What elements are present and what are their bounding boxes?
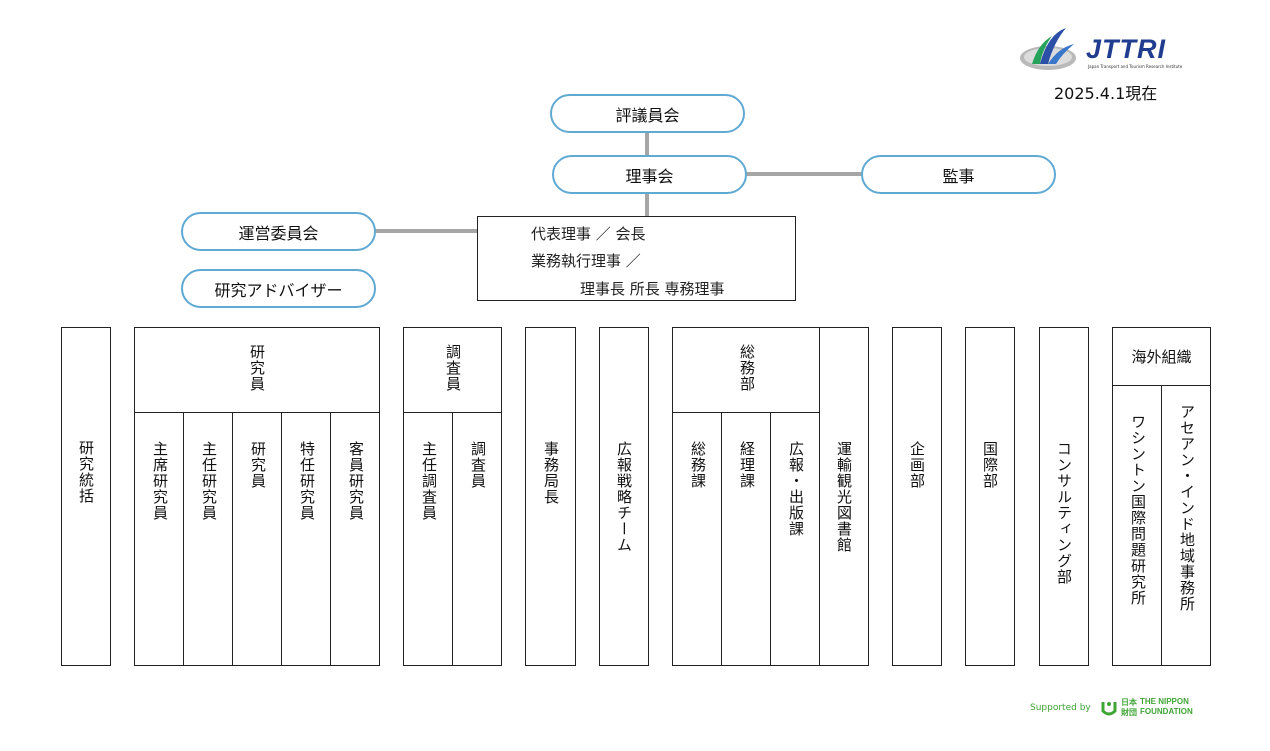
researchers-col-divider [232,412,233,665]
researcher-senior: 主任研究員 [200,441,218,521]
research-advisor-node: 研究アドバイザー [181,269,376,308]
steering-committee-node: 運営委員会 [181,212,376,251]
foundation-jp-1: 日本 [1121,698,1137,707]
advisor-label: 研究アドバイザー [214,280,343,300]
dept-secretary-general: 事務局長 [525,327,576,666]
executive-box: 代表理事 ／ 会長 業務執行理事 ／ 理事長 所長 専務理事 [477,216,796,301]
logo-subtext: Japan Transport and Tourism Research Ins… [1088,64,1183,69]
supported-by-label: Supported by [1030,703,1091,713]
board-label: 理事会 [625,166,674,186]
overseas-col-divider [1161,385,1162,665]
dept-international: 国際部 [965,327,1015,666]
auditor-label: 監事 [942,166,975,186]
research-general-label: 研究統括 [77,440,95,504]
library-label: 運輸観光図書館 [835,441,853,553]
nippon-foundation-icon [1101,702,1117,716]
dept-overseas: 海外組織 ワシントン国際問題研究所 アセアン・インド地域事務所 [1112,327,1211,666]
connector-council-board [645,131,649,155]
connector-board-auditor [746,172,862,176]
researchers-header: 研究員 [248,344,266,392]
foundation-en-2: FOUNDATION [1140,707,1193,716]
general-affairs-section: 総務課 [689,441,707,489]
steering-label: 運営委員会 [238,223,319,243]
dept-research-general: 研究統括 [61,327,111,666]
researchers-header-divider [135,412,379,413]
connector-board-exec [645,192,649,218]
researcher-regular: 研究員 [249,441,267,489]
general-affairs-header: 総務部 [738,344,756,392]
researcher-visiting: 客員研究員 [347,441,365,521]
asean-india-office: アセアン・インド地域事務所 [1178,404,1196,612]
pr-publishing-section: 広報・出版課 [787,441,805,537]
dept-researchers: 研究員 主席研究員 主任研究員 研究員 特任研究員 客員研究員 [134,327,380,666]
general-affairs-col-divider [770,412,771,665]
dept-investigators: 調査員 主任調査員 調査員 [403,327,502,666]
council-label: 評議員会 [615,105,680,125]
secretary-general-label: 事務局長 [542,441,560,505]
logo-text: JTTRI [1086,34,1167,64]
board-node: 理事会 [552,155,747,194]
dept-general-affairs: 総務部 総務課 経理課 広報・出版課 [672,327,820,666]
overseas-header: 海外組織 [1131,348,1192,366]
exec-line-2: 業務執行理事 ／ [531,252,641,270]
dept-pr-team: 広報戦略チーム [599,327,649,666]
researchers-col-divider [330,412,331,665]
investigator-regular: 調査員 [469,441,487,489]
as-of-date: 2025.4.1現在 [1054,84,1158,103]
washington-office: ワシントン国際問題研究所 [1129,414,1147,606]
exec-line-3: 理事長 所長 専務理事 [580,280,725,298]
consulting-label: コンサルティング部 [1055,441,1073,585]
accounting-section: 経理課 [738,441,756,489]
international-label: 国際部 [981,441,999,489]
exec-line-1: 代表理事 ／ 会長 [531,225,646,243]
investigators-header: 調査員 [444,344,462,392]
researchers-col-divider [183,412,184,665]
dept-library: 運輸観光図書館 [819,327,869,666]
investigators-col-divider [452,412,453,665]
investigator-senior: 主任調査員 [420,441,438,521]
connector-steering-exec [375,229,479,233]
jttri-logo: JTTRI Japan Transport and Tourism Resear… [1018,24,1198,74]
researchers-col-divider [281,412,282,665]
dept-planning: 企画部 [892,327,942,666]
pr-team-label: 広報戦略チーム [615,441,633,553]
auditor-node: 監事 [861,155,1056,194]
foundation-en-1: THE NIPPON [1140,697,1189,706]
researcher-special: 特任研究員 [298,441,316,521]
foundation-jp-2: 財団 [1121,708,1137,717]
general-affairs-col-divider [721,412,722,665]
dept-consulting: コンサルティング部 [1039,327,1089,666]
planning-label: 企画部 [908,441,926,489]
council-node: 評議員会 [550,94,745,133]
general-affairs-header-divider [673,412,819,413]
supported-by: Supported by 日本 財団 THE NIPPON FOUNDATION [1030,697,1210,721]
jttri-emblem-icon [1020,28,1076,70]
researcher-chief: 主席研究員 [151,441,169,521]
